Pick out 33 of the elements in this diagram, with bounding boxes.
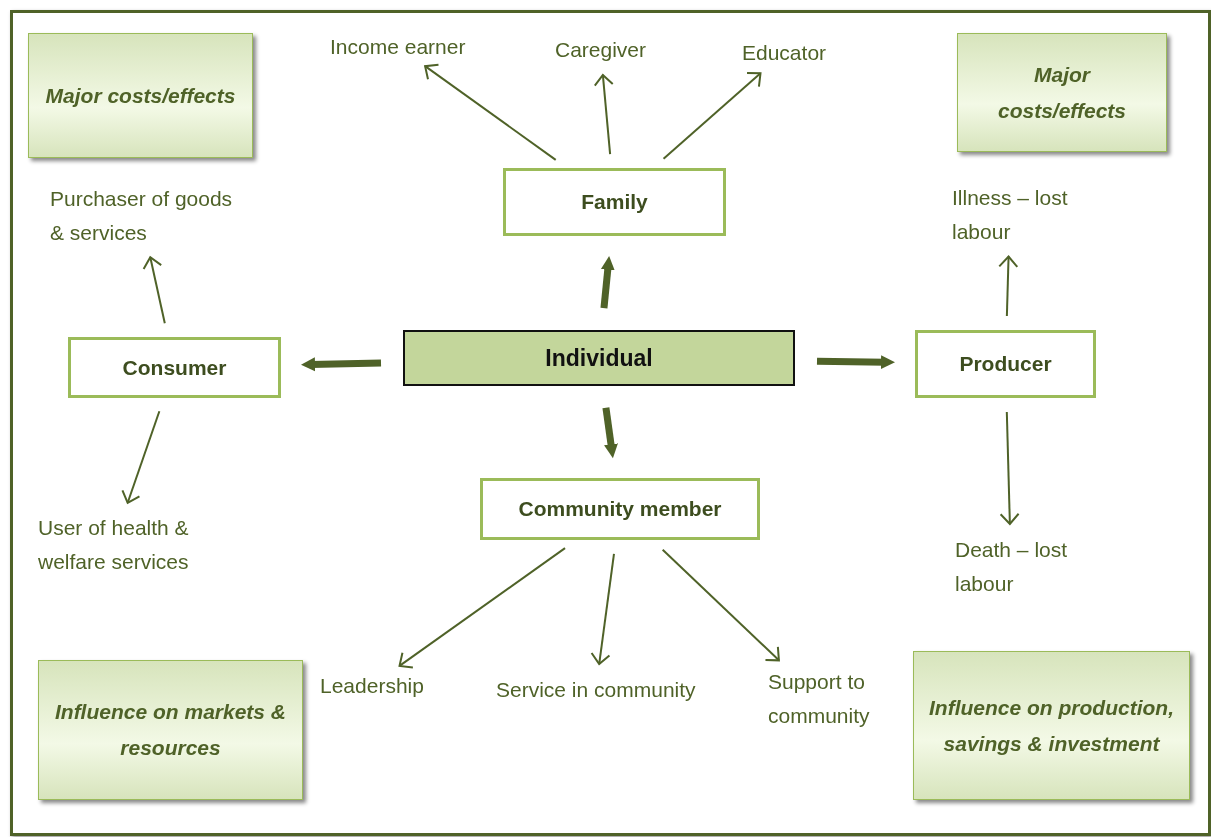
- outcome-text: Educator: [742, 36, 852, 70]
- arrow: [602, 407, 618, 459]
- outcome-text: Support to community: [768, 665, 898, 739]
- role-box: Producer: [915, 330, 1096, 398]
- outcome-text: Income earner: [330, 30, 502, 64]
- outcome-text: Leadership: [320, 669, 445, 703]
- arrow: [816, 355, 895, 370]
- arrow: [600, 255, 615, 309]
- outcome-text: Purchaser of goods & services: [50, 182, 250, 256]
- outcome-text: Illness – lost labour: [952, 181, 1102, 255]
- arrow: [662, 72, 762, 160]
- arrow: [998, 255, 1019, 317]
- arrow: [593, 73, 614, 156]
- arrow: [424, 63, 557, 161]
- role-box: Community member: [480, 478, 760, 540]
- arrow: [301, 357, 382, 372]
- callout-box: Major costs/effects: [28, 33, 253, 158]
- arrow: [661, 548, 780, 662]
- central-box: Individual: [403, 330, 795, 386]
- role-box: Consumer: [68, 337, 281, 398]
- arrow: [398, 547, 567, 669]
- arrow: [121, 410, 161, 504]
- role-box: Family: [503, 168, 726, 236]
- outcome-text: User of health & welfare services: [38, 511, 238, 585]
- callout-box: Influence on markets & resources: [38, 660, 303, 800]
- outcome-text: Caregiver: [555, 33, 670, 67]
- outcome-text: Service in community: [496, 673, 736, 707]
- callout-box: Major costs/effects: [957, 33, 1167, 152]
- callout-box: Influence on production, savings & investment: [913, 651, 1190, 800]
- outcome-text: Death – lost labour: [955, 533, 1085, 607]
- arrow: [142, 256, 166, 325]
- arrow: [999, 411, 1020, 525]
- arrow: [590, 552, 615, 666]
